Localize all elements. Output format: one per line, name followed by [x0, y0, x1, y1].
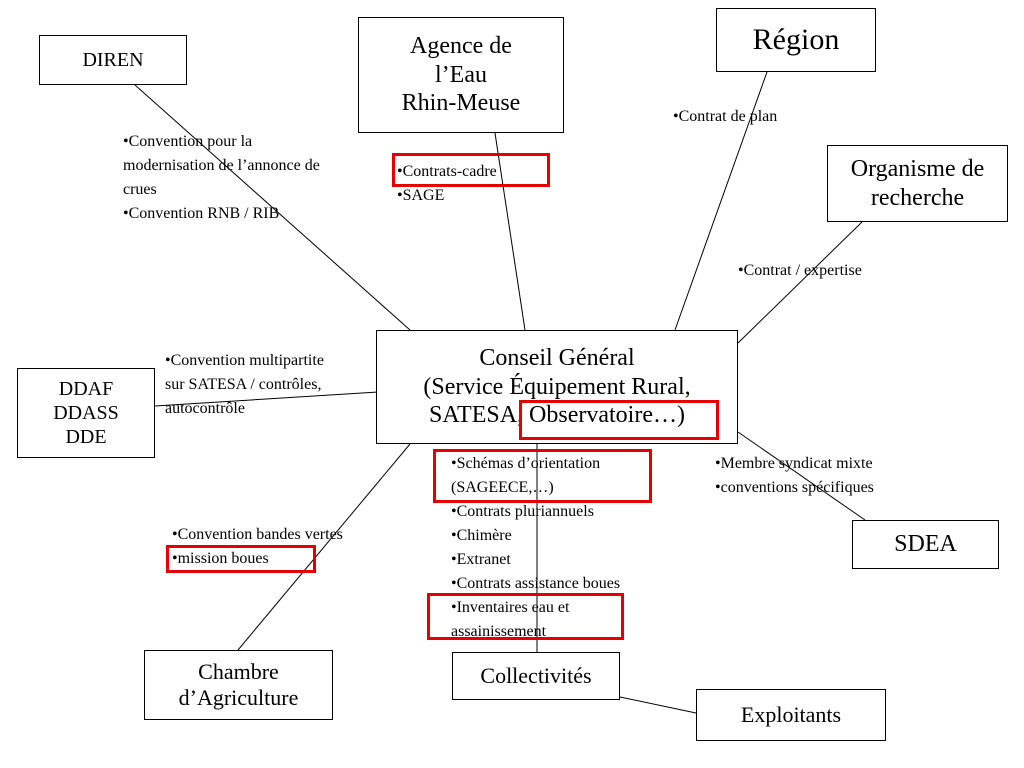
annot-sdea-item: •Membre syndicat mixte [715, 455, 873, 472]
node-diren-label: DIREN [82, 49, 144, 71]
node-conseil: Conseil Général (Service Équipement Rura… [376, 330, 738, 444]
annot-diren-item: •Convention RNB / RIB [123, 205, 280, 222]
annot-agence-item: •Contrats-cadre [397, 163, 497, 180]
node-ddaf-line1: DDAF [58, 378, 114, 400]
line-chambre-conseil [237, 443, 411, 651]
line-organisme-conseil [737, 221, 863, 344]
annot-chambre-item: •Convention bandes vertes [172, 526, 343, 543]
annot-organisme: •Contrat / expertise [738, 259, 862, 283]
annot-collectivites-item: •Schémas d’orientation (SAGEECE,…) [451, 455, 601, 496]
node-collectivites: Collectivités [452, 652, 620, 700]
node-sdea: SDEA [852, 520, 999, 569]
node-exploitants: Exploitants [696, 689, 886, 741]
node-region-label: Région [752, 23, 840, 56]
highlight-observatoire [519, 400, 719, 440]
node-sdea-label: SDEA [894, 531, 957, 558]
node-chambre-line2: d’Agriculture [178, 685, 299, 710]
line-region-conseil [674, 71, 768, 331]
node-organisme-line2: recherche [870, 184, 965, 211]
annot-chambre: •Convention bandes vertes •mission boues [172, 523, 343, 571]
node-organisme: Organisme de recherche [827, 145, 1008, 222]
annot-agence-item: •SAGE [397, 187, 445, 204]
node-agence-line2: l’Eau [435, 61, 487, 88]
annot-collectivites-item: •Contrats assistance boues [451, 575, 621, 592]
highlight-schemas-orientation [433, 449, 652, 503]
highlight-inventaires [427, 593, 624, 640]
annot-collectivites-item: •Contrats pluriannuels [451, 503, 594, 520]
node-agence: Agence de l’Eau Rhin-Meuse [358, 17, 564, 133]
annot-region: •Contrat de plan [673, 105, 777, 129]
line-agence-conseil [494, 132, 526, 331]
node-diren: DIREN [39, 35, 187, 85]
annot-ddaf: •Convention multipartite sur SATESA / co… [165, 349, 340, 421]
line-sdea-conseil [737, 431, 866, 521]
annot-diren: •Convention pour la modernisation de l’a… [123, 130, 323, 226]
annot-agence: •Contrats-cadre •SAGE [397, 160, 497, 208]
highlight-contrats-cadre [392, 153, 550, 187]
annot-sdea-item: •conventions spécifiques [715, 479, 874, 496]
node-collectivites-label: Collectivités [480, 662, 592, 688]
annot-collectivites: •Schémas d’orientation (SAGEECE,…) •Cont… [451, 452, 651, 644]
annot-sdea: •Membre syndicat mixte •conventions spéc… [715, 452, 875, 500]
node-ddaf-line3: DDE [65, 426, 107, 448]
annot-collectivites-item: •Extranet [451, 551, 511, 568]
annot-diren-item: •Convention pour la modernisation de l’a… [123, 133, 320, 198]
line-diren-conseil [134, 84, 411, 331]
node-conseil-line1: Conseil Général [479, 344, 635, 371]
annot-ddaf-item: •Convention multipartite sur SATESA / co… [165, 352, 324, 417]
annot-organisme-item: •Contrat / expertise [738, 262, 862, 279]
line-collectivites-exploitants [619, 696, 697, 714]
node-conseil-line3: SATESA, Observatoire…) [429, 402, 685, 429]
node-agence-line3: Rhin-Meuse [401, 90, 521, 117]
node-organisme-line1: Organisme de [850, 155, 985, 182]
annot-collectivites-item: •Chimère [451, 527, 512, 544]
node-region: Région [716, 8, 876, 72]
node-ddaf-line2: DDASS [53, 402, 119, 424]
annot-chambre-item: •mission boues [172, 550, 269, 567]
node-conseil-line2: (Service Équipement Rural, [423, 373, 691, 400]
node-ddaf: DDAF DDASS DDE [17, 368, 155, 458]
annot-region-item: •Contrat de plan [673, 108, 778, 125]
node-chambre-line1: Chambre [198, 658, 279, 684]
node-chambre: Chambre d’Agriculture [144, 650, 333, 720]
node-exploitants-label: Exploitants [740, 701, 842, 727]
line-ddaf-conseil [154, 391, 379, 407]
annot-collectivites-item: •Inventaires eau et assainissement [451, 599, 570, 640]
node-agence-line1: Agence de [410, 32, 512, 59]
highlight-mission-boues [166, 545, 316, 573]
